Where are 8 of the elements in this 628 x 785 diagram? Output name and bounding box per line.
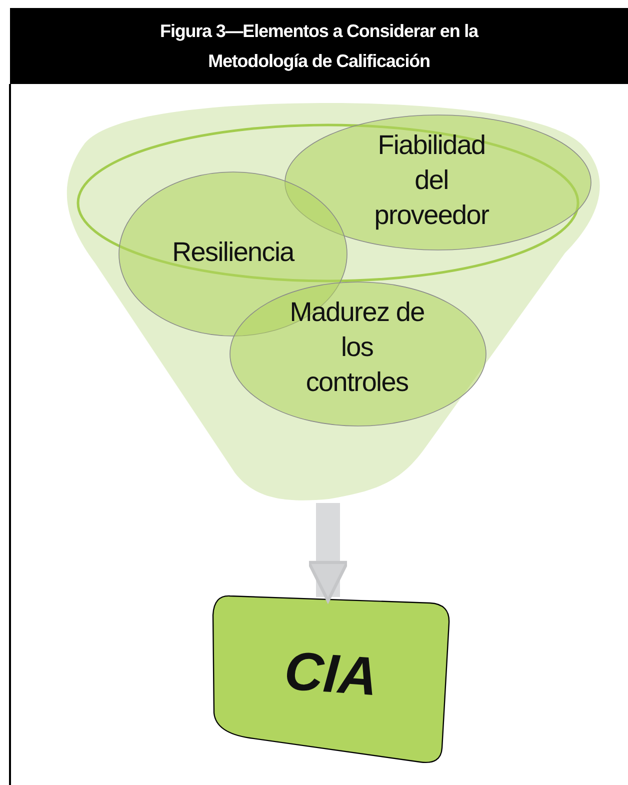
result-card [210, 593, 452, 765]
node-label: Fiabilidad del proveedor [373, 129, 490, 232]
ellipse-shape [229, 281, 487, 427]
figure-title: Figura 3—Elementos a Considerar en la Metodología de Calificación [10, 8, 628, 84]
node-label: Madurez de los controles [288, 296, 426, 399]
node-label: CIA [282, 640, 380, 710]
node-label: Resiliencia [171, 236, 296, 269]
block-arrow [307, 503, 349, 602]
